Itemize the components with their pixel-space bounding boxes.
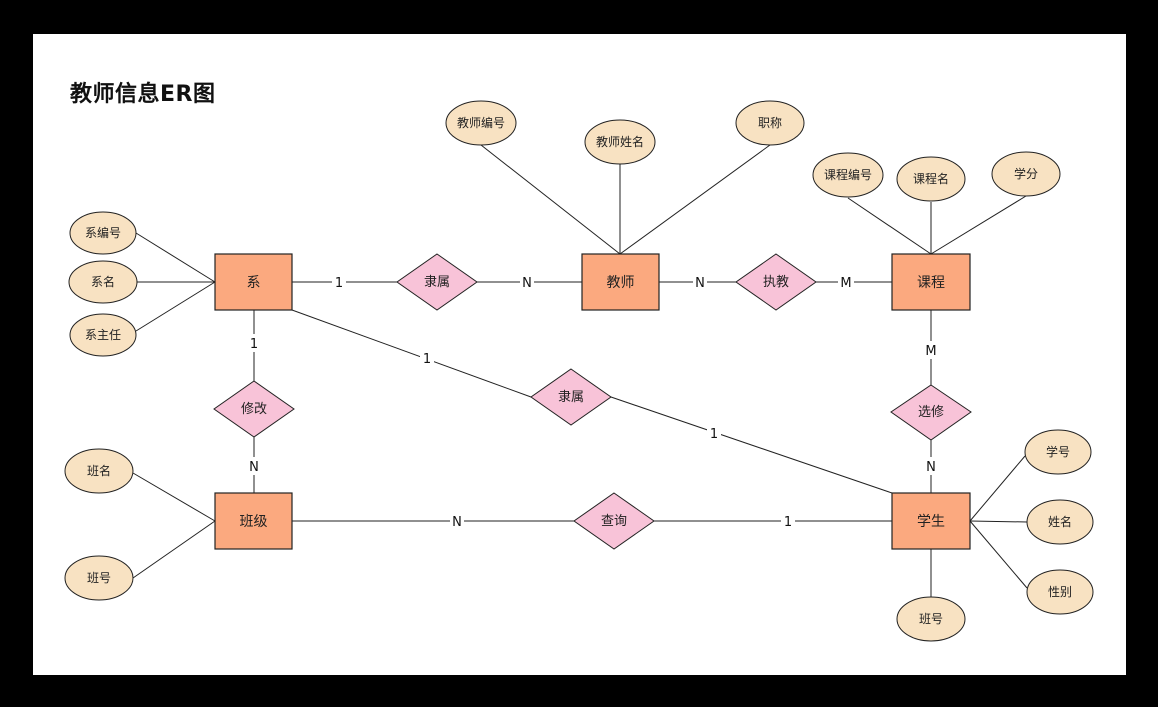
entity-course: 课程	[891, 253, 971, 311]
edge-teacher-no	[480, 144, 621, 255]
edge-teacher-title	[619, 144, 771, 255]
card-course-student-bottom: N	[926, 460, 936, 475]
entity-student: 学生	[891, 492, 971, 550]
card-dept-student-top: 1	[423, 352, 431, 367]
rel-dept-student: 隶属	[530, 368, 612, 426]
card-dept-class-bottom: N	[249, 460, 259, 475]
attr-teacher-no: 教师编号	[445, 100, 517, 146]
rel-dept-teacher-label: 隶属	[424, 275, 450, 290]
attr-course-no: 课程编号	[812, 152, 884, 198]
attr-teacher-title-label: 职称	[758, 116, 782, 130]
attr-student-gender: 性别	[1026, 569, 1094, 615]
attr-student-no-label: 学号	[1046, 444, 1070, 459]
attr-course-credit: 学分	[991, 151, 1061, 197]
edge-dept-rel4	[291, 309, 532, 398]
diagram-title: 教师信息ER图	[70, 82, 216, 107]
attr-student-gender-label: 性别	[1048, 585, 1072, 599]
card-dept-teacher-left: 1	[335, 276, 343, 291]
entity-department: 系	[214, 253, 293, 311]
card-dept-class-top: 1	[250, 337, 258, 352]
edge-class-name	[132, 472, 216, 522]
edge-rel4-student	[610, 396, 893, 494]
rel-dept-student-label: 隶属	[558, 390, 584, 405]
cardinalities: 1 N N M 1 N 1 1 M N N 1	[247, 273, 939, 530]
card-dept-teacher-right: N	[522, 276, 532, 291]
card-course-student-top: M	[925, 344, 936, 359]
rel-class-student: 查询	[573, 492, 655, 550]
entity-course-label: 课程	[917, 275, 945, 291]
rel-teacher-course-label: 执教	[763, 274, 789, 290]
attr-dept-name: 系名	[68, 260, 138, 304]
attr-class-name: 班名	[64, 448, 134, 494]
attr-teacher-name: 教师姓名	[584, 119, 656, 165]
rel-course-student-label: 选修	[918, 405, 944, 420]
card-teacher-course-right: M	[840, 276, 851, 291]
rel-dept-class-label: 修改	[241, 402, 267, 417]
attr-class-no: 班号	[64, 555, 134, 601]
edge-dept-head	[135, 281, 216, 332]
attr-course-name-label: 课程名	[913, 171, 949, 186]
attr-class-no-label: 班号	[87, 571, 111, 585]
attr-student-class-no-label: 班号	[919, 612, 943, 626]
entity-teacher: 教师	[581, 253, 660, 311]
rel-class-student-label: 查询	[601, 514, 627, 529]
card-teacher-course-left: N	[695, 276, 705, 291]
entity-student-label: 学生	[917, 514, 945, 530]
attr-student-class-no: 班号	[896, 596, 966, 642]
edge-student-gender	[969, 520, 1028, 589]
edge-student-name	[969, 520, 1028, 523]
rel-teacher-course: 执教	[735, 253, 817, 311]
attr-dept-head: 系主任	[69, 313, 137, 357]
attr-course-no-label: 课程编号	[824, 167, 872, 182]
entity-teacher-label: 教师	[607, 275, 635, 291]
card-class-student-right: 1	[784, 515, 792, 530]
attr-student-no: 学号	[1024, 429, 1092, 475]
edge-student-no	[969, 455, 1026, 522]
edge-course-credit	[930, 195, 1027, 255]
edge-dept-no	[135, 232, 216, 283]
card-dept-student-bottom: 1	[710, 427, 718, 442]
attr-teacher-title: 职称	[735, 100, 805, 146]
attr-dept-head-label: 系主任	[85, 328, 121, 342]
attr-dept-no: 系编号	[69, 211, 137, 255]
edge-course-no	[847, 197, 932, 255]
rel-course-student: 选修	[890, 384, 972, 441]
attr-class-name-label: 班名	[87, 463, 111, 478]
attr-dept-no-label: 系编号	[85, 225, 121, 240]
diagram-canvas	[33, 34, 1126, 675]
rel-dept-class: 修改	[213, 380, 295, 438]
entity-class: 班级	[214, 492, 293, 550]
edge-class-no	[132, 520, 216, 579]
attr-course-credit-label: 学分	[1014, 166, 1038, 181]
rel-dept-teacher: 隶属	[396, 253, 478, 311]
entity-class-label: 班级	[240, 514, 268, 530]
attr-course-name: 课程名	[896, 156, 966, 202]
attr-student-name: 姓名	[1026, 499, 1094, 545]
attr-teacher-no-label: 教师编号	[457, 115, 505, 130]
attr-dept-name-label: 系名	[91, 274, 115, 289]
card-class-student-left: N	[452, 515, 462, 530]
attr-student-name-label: 姓名	[1048, 514, 1072, 529]
attr-teacher-name-label: 教师姓名	[596, 134, 644, 149]
entity-department-label: 系	[247, 275, 261, 291]
